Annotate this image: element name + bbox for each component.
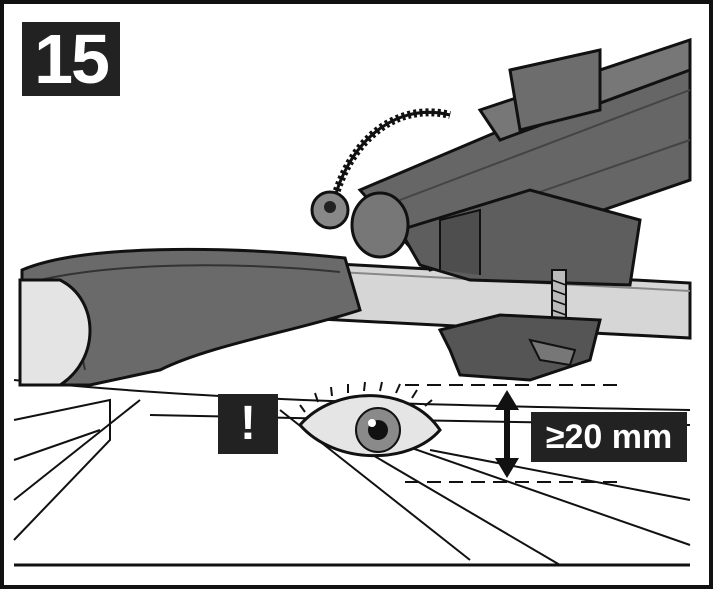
lower-clamp [437,313,602,382]
measurement-guides [405,384,620,483]
warning-symbol: ! [240,397,256,450]
eye-icon [298,381,442,458]
double-arrow-icon [495,390,519,478]
clearance-label: ≥20 mm [545,418,673,456]
clamp-body [397,188,642,287]
bolt [551,269,567,321]
frame-holder [18,247,362,387]
holder-arm [357,37,692,272]
exclamation-icon: ! [218,394,278,454]
rotary-knob [310,190,410,259]
step-number: 15 [34,20,110,98]
clearance-label-badge: ≥20 mm [531,412,687,462]
step-number-badge: 15 [22,22,120,96]
